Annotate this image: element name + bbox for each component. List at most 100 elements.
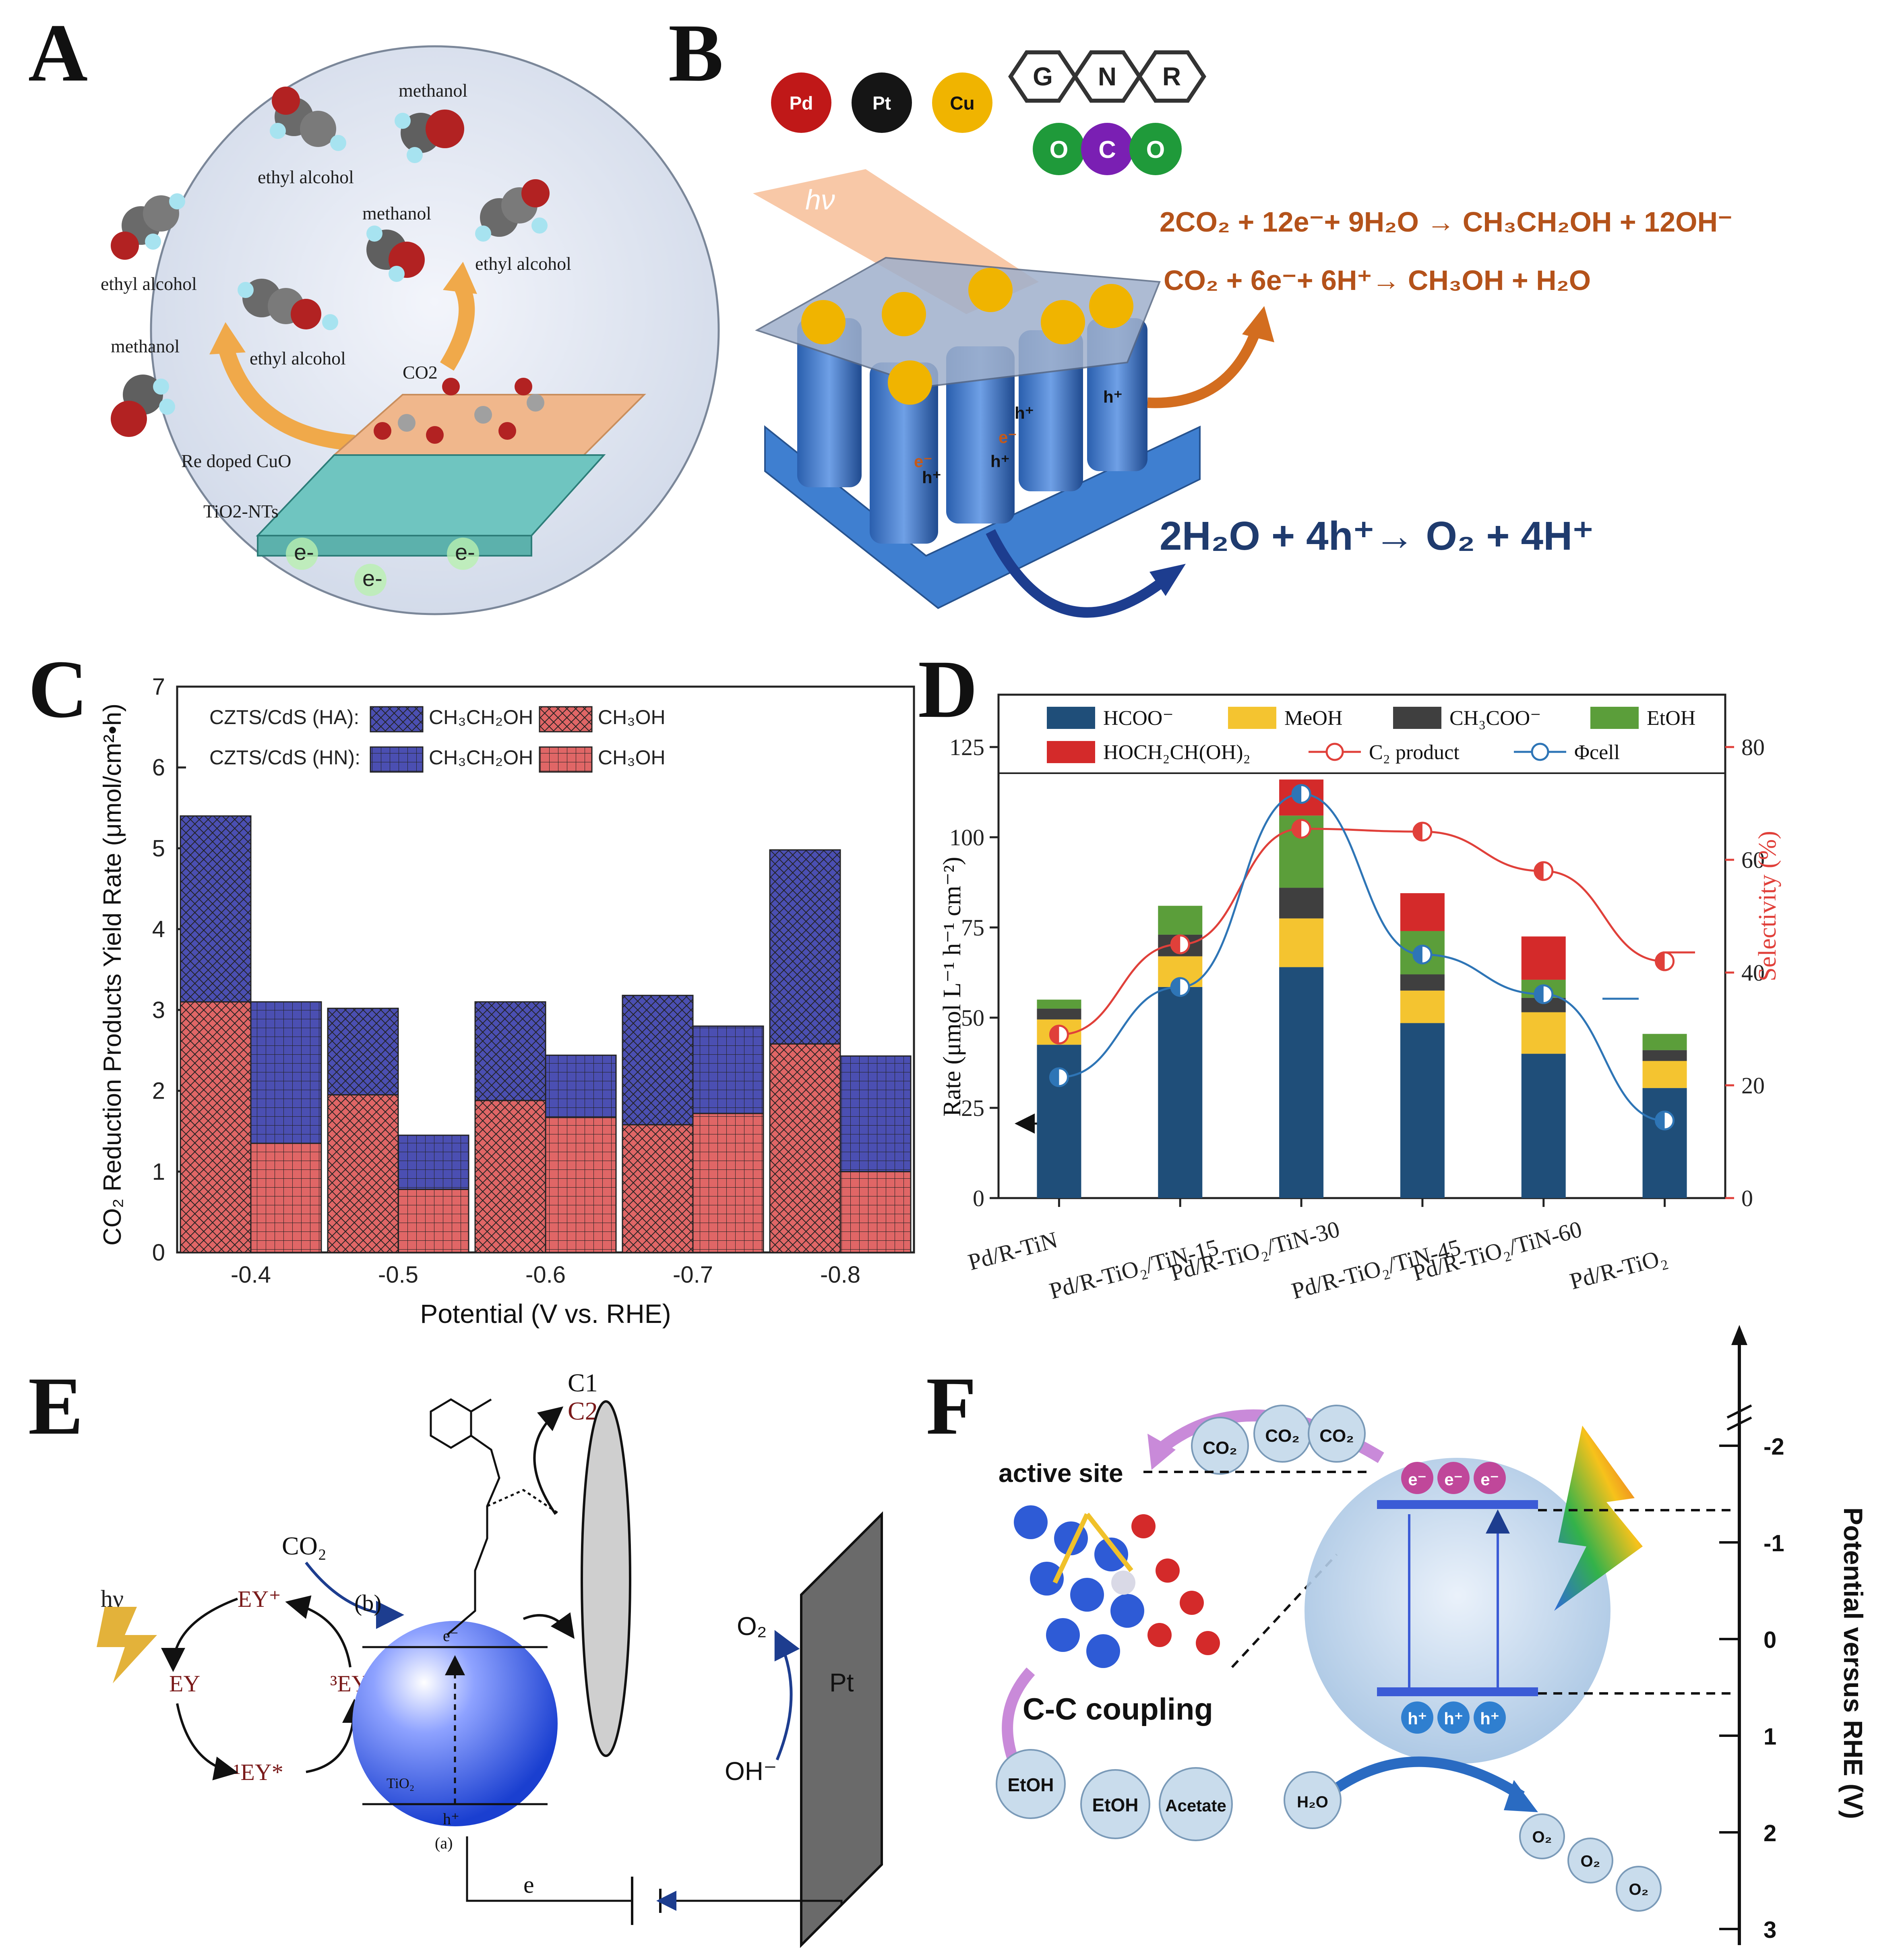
- y-tick-label: 1: [152, 1159, 165, 1185]
- series-marker-half: [1292, 820, 1302, 838]
- water-bubble: [1284, 1771, 1342, 1829]
- y-right-tick-label: 20: [1741, 1072, 1765, 1099]
- hole-label: h⁺: [1015, 404, 1034, 422]
- legend-label: HOCH₂CH(OH)₂: [1103, 741, 1251, 764]
- legend-swatch-pattern: [370, 746, 424, 773]
- panel-d-letter: D: [918, 644, 978, 735]
- legend-swatch-pattern: [539, 746, 593, 773]
- substrate-slab: [764, 425, 1201, 609]
- nanotube-array: [755, 257, 1161, 544]
- x-tick-label: Pd/R-TiO₂: [1567, 1244, 1670, 1295]
- y-tick-label: 0: [152, 1240, 165, 1266]
- gnr-ribbon: G N R: [1008, 50, 1207, 103]
- gnr-n: N: [1098, 62, 1116, 91]
- potential-tick-label: -2: [1763, 1434, 1784, 1460]
- o2-label: O₂: [1532, 1828, 1552, 1846]
- bar-pattern: [839, 1055, 912, 1172]
- product-arrow: [533, 1406, 564, 1515]
- panel-b: B Pd Pt Cu G N R O C O hν: [668, 7, 1732, 618]
- tio2-label: TiO2-NTs: [203, 501, 279, 522]
- legend-swatch-pattern: [370, 706, 424, 733]
- bar-segment: [1642, 1088, 1687, 1198]
- product-arrow-head: [209, 322, 246, 354]
- bar-pattern: [692, 1113, 764, 1253]
- bar-segment: [1158, 906, 1203, 935]
- bar-segment: [1279, 888, 1324, 919]
- legend-ethanol: CH₃CH₂OH: [429, 746, 533, 769]
- molecule-label: ethyl alcohol: [475, 253, 571, 274]
- metal-clusters: [801, 268, 1133, 405]
- y-tick-label: 125: [949, 734, 984, 760]
- chart-c-bars: [180, 815, 912, 1253]
- bar-segment: [1400, 893, 1445, 931]
- gnr-g: G: [1033, 62, 1053, 91]
- bar-segment: [1279, 918, 1324, 967]
- bar-segment: [1521, 1053, 1566, 1198]
- series-line: [1059, 793, 1665, 1122]
- product-label: Acetate: [1165, 1796, 1226, 1815]
- co2-arrow: [305, 1561, 404, 1629]
- electrons: e⁻ e⁻ e⁻: [1401, 1462, 1506, 1494]
- panel-a: A methanol ethyl alcohol methanol ethyl …: [28, 7, 720, 615]
- legend-ethanol: CH₃CH₂OH: [429, 706, 533, 729]
- panel-c-letter: C: [28, 644, 88, 735]
- series-marker-half: [1292, 785, 1302, 803]
- ethyl-alcohol-molecule: [270, 87, 346, 151]
- legend-label: MeOH: [1284, 707, 1342, 730]
- electron-label: e⁻: [1408, 1470, 1426, 1489]
- y-tick-label: 7: [152, 674, 165, 700]
- legend-swatch: [1590, 707, 1639, 729]
- y-right-tick-label: 60: [1741, 847, 1765, 873]
- electron-label: e-: [294, 539, 314, 565]
- bar-segment: [1521, 1012, 1566, 1054]
- bar-pattern: [250, 1001, 322, 1144]
- bar-pattern: [692, 1025, 764, 1114]
- axis-break: [1726, 1404, 1752, 1431]
- legend-methanol: CH₃OH: [598, 746, 666, 769]
- y-tick-label: 3: [152, 997, 165, 1023]
- co2-label: CO₂: [1265, 1426, 1300, 1446]
- potential-tick-label: 0: [1763, 1627, 1776, 1653]
- product-bubbles: EtOH EtOH Acetate: [996, 1749, 1233, 1841]
- c1-label: C1: [568, 1368, 598, 1397]
- hole-label: h⁺: [1103, 387, 1123, 406]
- axis-arrow: [1731, 1325, 1747, 1345]
- tio2-sphere: [352, 1621, 558, 1826]
- legend-swatch-pattern: [539, 706, 593, 733]
- ey1-label: ¹EY*: [234, 1759, 283, 1785]
- a-label: (a): [435, 1834, 453, 1852]
- x-tick-label: -0.8: [820, 1262, 860, 1288]
- bar-pattern: [250, 1142, 322, 1253]
- y-right-tick-label: 40: [1741, 960, 1765, 986]
- product-label: EtOH: [1092, 1794, 1139, 1815]
- y-tick-label: 100: [949, 824, 984, 851]
- electron-label: e⁻: [914, 452, 932, 471]
- y-tick-label: 75: [961, 915, 984, 941]
- legend-swatch: [1047, 741, 1095, 763]
- hole-label: h⁺: [922, 468, 941, 487]
- legend-label: EtOH: [1647, 707, 1695, 730]
- chart-d-frame: [997, 693, 1726, 1199]
- chart-d-legend: HCOO⁻ MeOH CH₃COO⁻ EtOH HOCH₂CH(OH)₂ C₂ …: [1047, 707, 1695, 764]
- bar-pattern: [622, 995, 694, 1126]
- y-tick-label: 50: [961, 1005, 984, 1031]
- panel-b-letter: B: [668, 7, 724, 99]
- oh-label: OH⁻: [725, 1757, 777, 1786]
- co2-bubbles: CO₂ CO₂ CO₂: [1191, 1405, 1366, 1475]
- oco-molecule: O C O: [1033, 123, 1182, 175]
- lightning-icon: [97, 1607, 157, 1683]
- oxidation-arrow-head: [1504, 1780, 1538, 1812]
- bar-pattern: [769, 849, 841, 1045]
- methanol-molecule: [366, 226, 425, 282]
- electron-label: e⁻: [1480, 1470, 1499, 1489]
- legend-label: Φcell: [1574, 741, 1620, 764]
- chart-c-legend: CZTS/CdS (HA): CH₃CH₂OH CH₃OH CZTS/CdS (…: [209, 706, 666, 773]
- series-marker-half: [1413, 946, 1422, 964]
- bar-pattern: [180, 1001, 252, 1253]
- series-marker-half: [1656, 952, 1665, 970]
- y-right-tick-label: 0: [1741, 1185, 1753, 1211]
- legend-row-hn: CZTS/CdS (HN):: [209, 746, 360, 769]
